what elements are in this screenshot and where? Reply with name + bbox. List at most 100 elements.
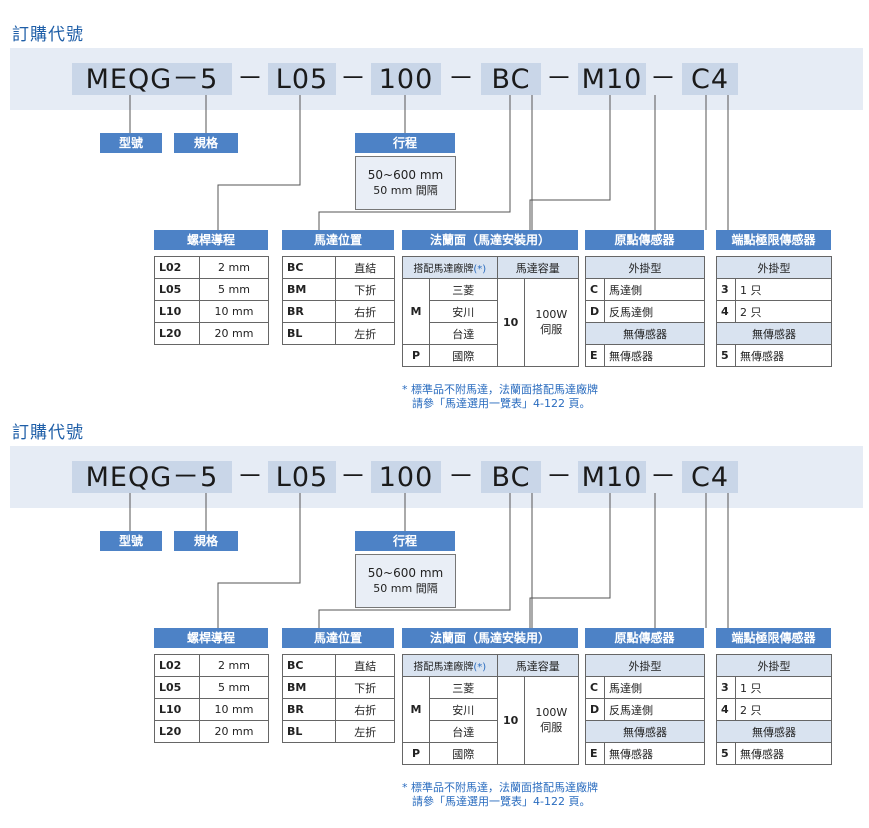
origin-code: E bbox=[585, 344, 605, 367]
flange-p-brand: 國際 bbox=[429, 344, 498, 367]
section-title: 訂購代號 bbox=[12, 25, 84, 45]
motor-value: 直結 bbox=[335, 654, 395, 677]
footnote: * 標準品不附馬達，法蘭面搭配馬達廠牌 請參「馬達選用一覽表」4-122 頁。 bbox=[402, 383, 598, 411]
limit-code: 5 bbox=[716, 742, 736, 765]
origin-text: 反馬達側 bbox=[604, 698, 705, 721]
limit-text: 1 只 bbox=[735, 676, 832, 699]
motor-code: BL bbox=[281, 322, 337, 345]
motor-value: 下折 bbox=[335, 278, 395, 301]
label-model: 型號 bbox=[100, 531, 162, 551]
screw-value: 2 mm bbox=[199, 256, 269, 279]
code-model: MEQG－5 bbox=[72, 63, 232, 95]
motor-code: BM bbox=[281, 676, 337, 699]
limit-none: 無傳感器 bbox=[716, 720, 832, 743]
footnote-line-2: 請參「馬達選用一覽表」4-122 頁。 bbox=[412, 397, 591, 410]
flange-cap-code: 10 bbox=[496, 676, 525, 765]
code-sensor: C4 bbox=[682, 63, 738, 95]
limit-title: 端點極限傳感器 bbox=[716, 628, 831, 648]
screw-title: 螺桿導程 bbox=[154, 230, 268, 250]
motor-code: BL bbox=[281, 720, 337, 743]
flange-title: 法蘭面（馬達安裝用） bbox=[402, 230, 578, 250]
limit-none: 無傳感器 bbox=[716, 322, 832, 345]
motor-value: 左折 bbox=[335, 322, 395, 345]
screw-title: 螺桿導程 bbox=[154, 628, 268, 648]
stroke-range: 50~600 mm bbox=[367, 566, 444, 580]
limit-code: 5 bbox=[716, 344, 736, 367]
origin-sub: 外掛型 bbox=[585, 654, 705, 677]
footnote-line-1: * 標準品不附馬達，法蘭面搭配馬達廠牌 bbox=[402, 781, 598, 794]
code-model: MEQG－5 bbox=[72, 461, 232, 493]
order-code-section-repeat: 訂購代號 MEQG－5 － L05 － 100 － BC － M10 － C4 … bbox=[0, 398, 869, 808]
limit-code: 3 bbox=[716, 676, 736, 699]
code-lead: L05 bbox=[268, 461, 336, 493]
code-flange: M10 bbox=[578, 461, 646, 493]
screw-value: 20 mm bbox=[199, 322, 269, 345]
code-dash: － bbox=[649, 462, 676, 492]
code-dash: － bbox=[649, 64, 676, 94]
motor-title: 馬達位置 bbox=[282, 628, 394, 648]
origin-title: 原點傳感器 bbox=[585, 230, 704, 250]
screw-code: L20 bbox=[153, 322, 201, 345]
code-motor-pos: BC bbox=[481, 461, 541, 493]
label-spec: 規格 bbox=[174, 133, 238, 153]
origin-code: E bbox=[585, 742, 605, 765]
motor-value: 直結 bbox=[335, 256, 395, 279]
origin-text: 馬達側 bbox=[604, 278, 705, 301]
origin-none: 無傳感器 bbox=[585, 322, 705, 345]
motor-code: BC bbox=[281, 654, 337, 677]
limit-sub: 外掛型 bbox=[716, 654, 832, 677]
motor-code: BR bbox=[281, 698, 337, 721]
flange-brand-0: 三菱 bbox=[429, 278, 498, 301]
footnote-line-2: 請參「馬達選用一覽表」4-122 頁。 bbox=[412, 795, 591, 808]
flange-title: 法蘭面（馬達安裝用） bbox=[402, 628, 578, 648]
screw-value: 5 mm bbox=[199, 676, 269, 699]
screw-code: L02 bbox=[153, 654, 201, 677]
label-stroke: 行程 bbox=[355, 133, 455, 153]
limit-sub: 外掛型 bbox=[716, 256, 832, 279]
origin-text: 反馬達側 bbox=[604, 300, 705, 323]
origin-none: 無傳感器 bbox=[585, 720, 705, 743]
flange-h2: 馬達容量 bbox=[496, 256, 580, 279]
limit-text: 2 只 bbox=[735, 698, 832, 721]
label-model: 型號 bbox=[100, 133, 162, 153]
motor-value: 下折 bbox=[335, 676, 395, 699]
order-code-section: 訂購代號 MEQG－5 － L05 － 100 － BC － M10 － C4 … bbox=[0, 0, 869, 410]
flange-h1: 搭配馬達廠牌(*) bbox=[402, 256, 498, 279]
flange-p-brand: 國際 bbox=[429, 742, 498, 765]
code-stroke: 100 bbox=[371, 63, 441, 95]
origin-title: 原點傳感器 bbox=[585, 628, 704, 648]
code-dash: － bbox=[339, 462, 366, 492]
limit-text: 1 只 bbox=[735, 278, 832, 301]
screw-code: L05 bbox=[153, 676, 201, 699]
motor-title: 馬達位置 bbox=[282, 230, 394, 250]
flange-h2: 馬達容量 bbox=[496, 654, 580, 677]
origin-text: 無傳感器 bbox=[604, 344, 705, 367]
flange-brand-2: 台達 bbox=[429, 720, 498, 743]
limit-code: 4 bbox=[716, 300, 736, 323]
limit-code: 4 bbox=[716, 698, 736, 721]
stroke-range: 50~600 mm bbox=[367, 168, 444, 182]
flange-h1: 搭配馬達廠牌(*) bbox=[402, 654, 498, 677]
flange-brand-2: 台達 bbox=[429, 322, 498, 345]
section-title: 訂購代號 bbox=[12, 423, 84, 443]
flange-p: P bbox=[402, 742, 430, 765]
stroke-box: 50~600 mm 50 mm 間隔 bbox=[355, 554, 456, 608]
code-dash: － bbox=[236, 462, 263, 492]
screw-code: L20 bbox=[153, 720, 201, 743]
screw-value: 10 mm bbox=[199, 698, 269, 721]
stroke-step: 50 mm 間隔 bbox=[373, 582, 438, 595]
